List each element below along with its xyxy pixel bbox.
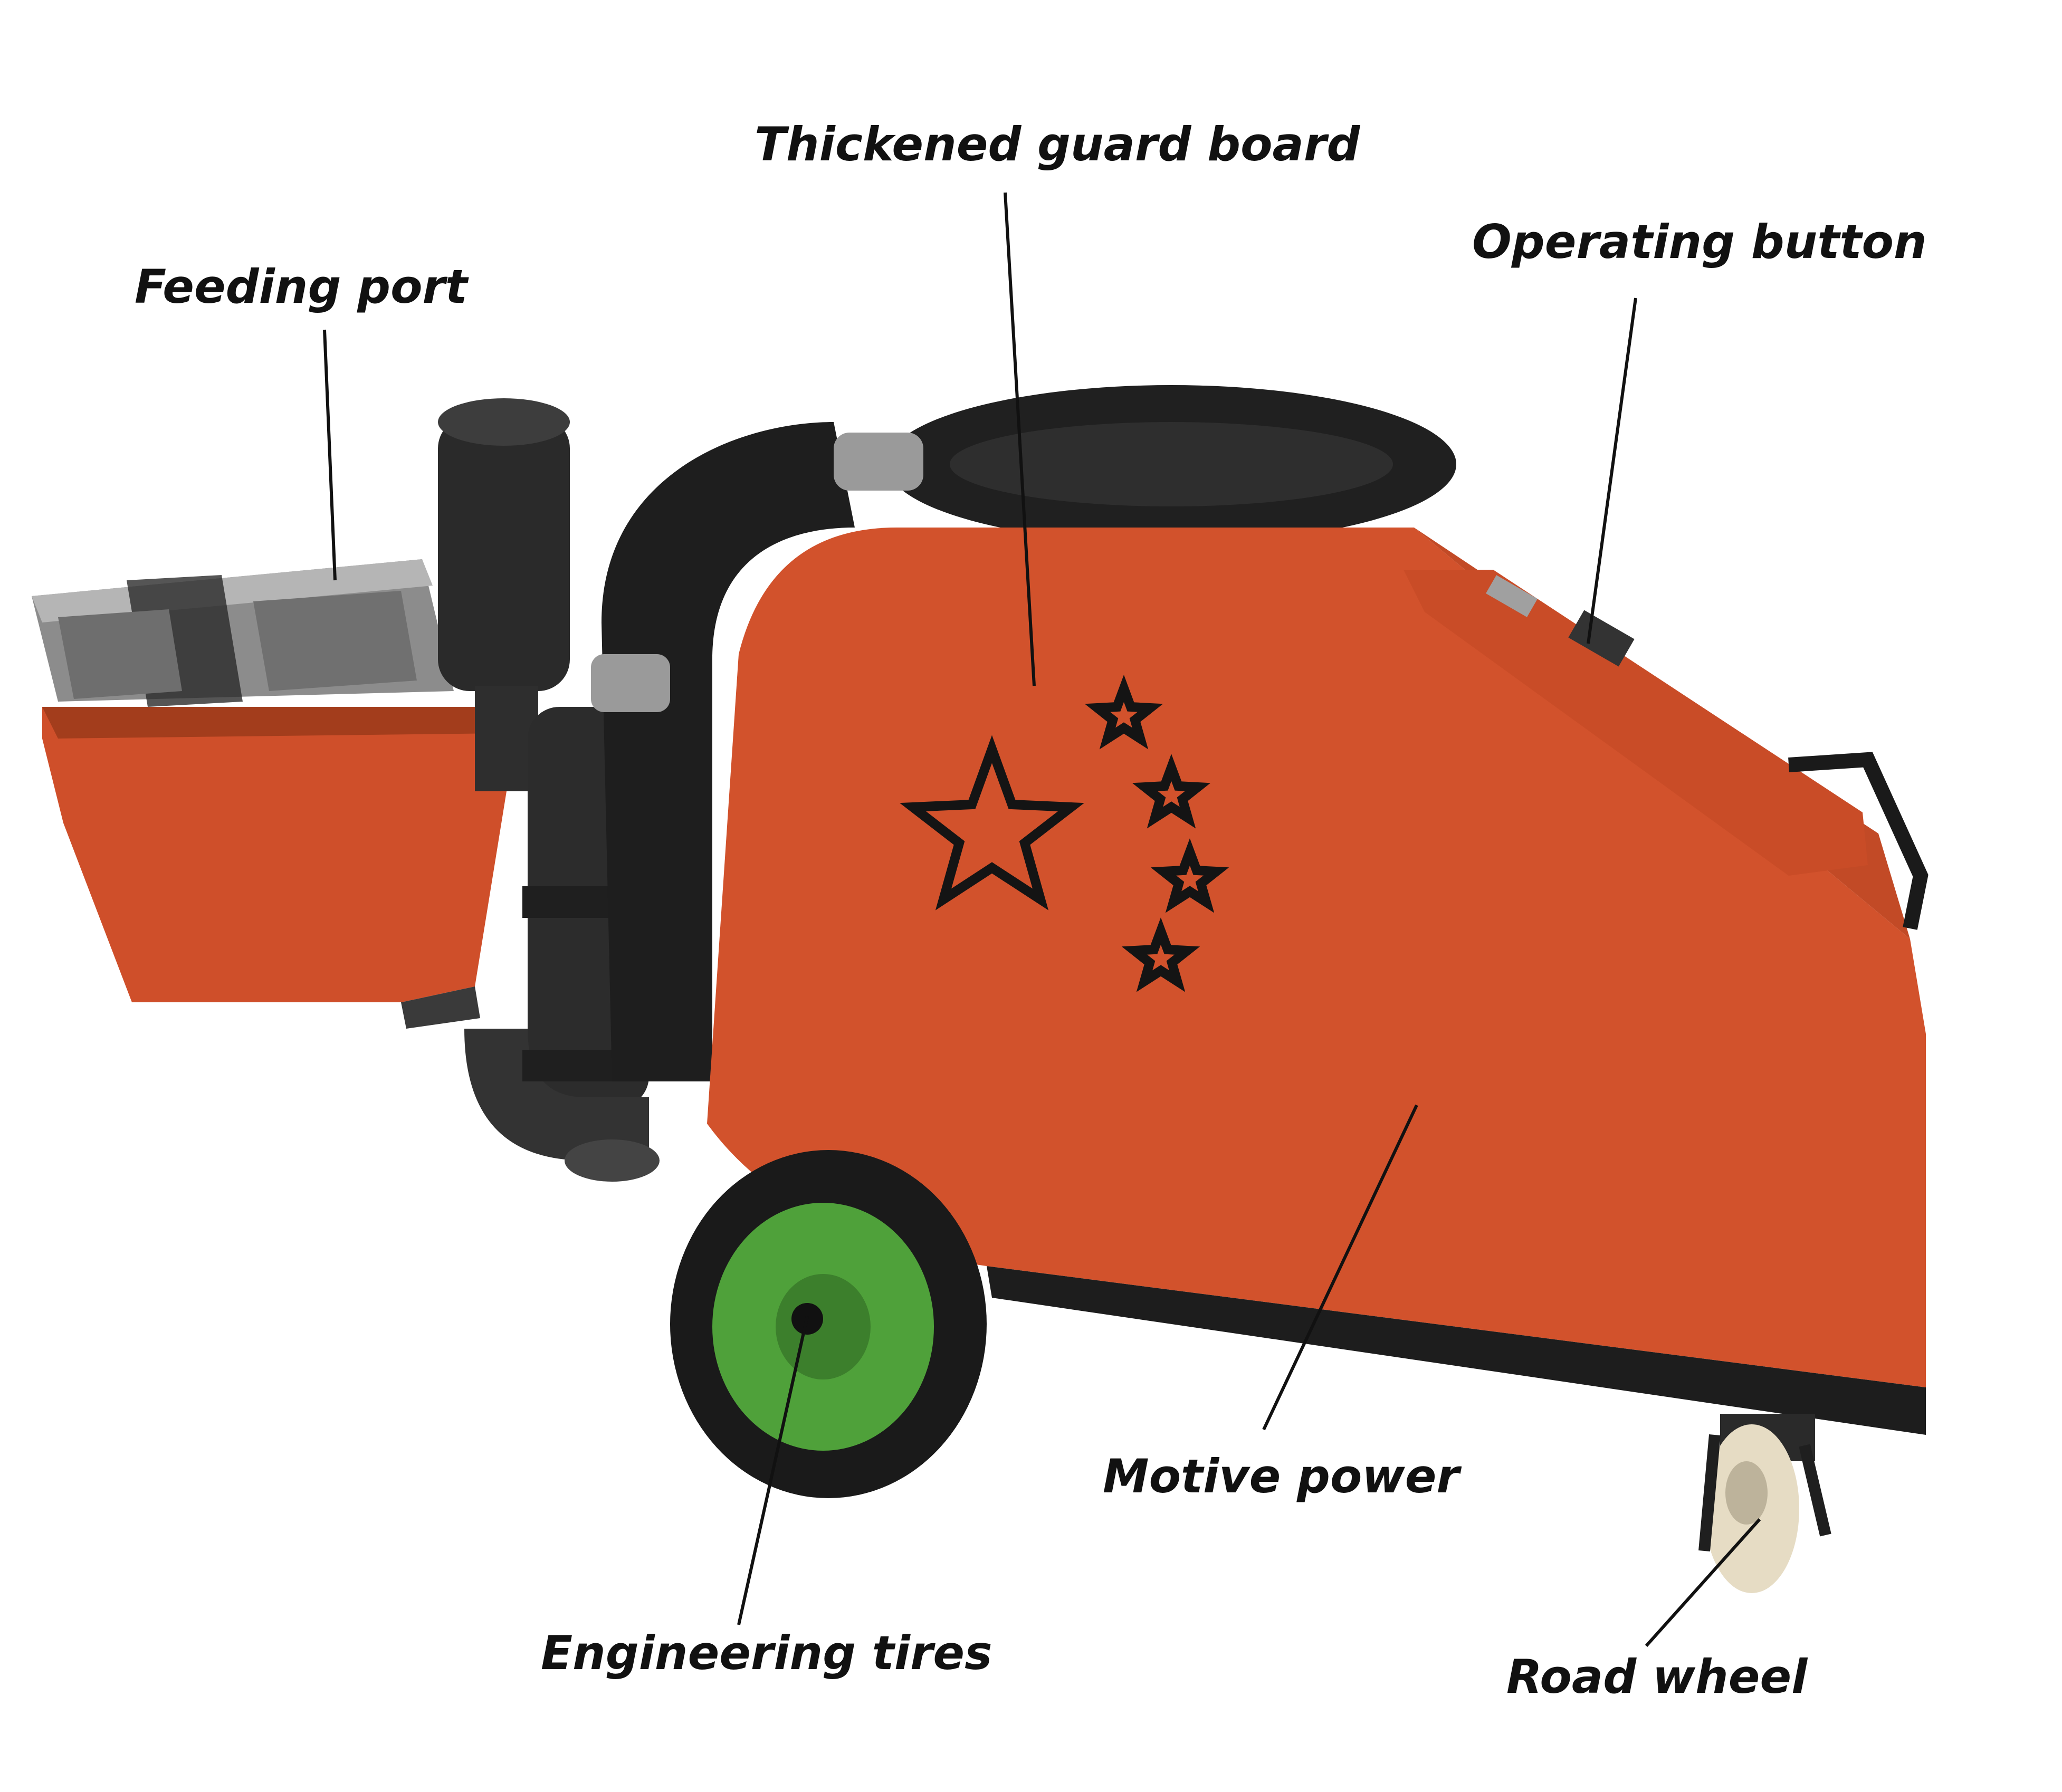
engineering-tire: [670, 1150, 987, 1498]
label-operating-button: Operating button: [1472, 215, 1927, 269]
leader-lines: [323, 192, 1761, 1647]
label-engineering-tires: Engineering tires: [541, 1626, 992, 1680]
label-feeding-port: Feeding port: [135, 260, 467, 314]
hopper: [42, 707, 528, 1029]
star-cutouts: [900, 675, 1229, 992]
label-road-wheel: Road wheel: [1506, 1650, 1808, 1704]
hose-coil: [591, 385, 1456, 1081]
road-wheel: [1698, 1414, 1831, 1593]
feeding-port-tray: [32, 559, 454, 707]
label-thickened-guard-board: Thickened guard board: [755, 117, 1360, 171]
machine-body: [707, 528, 1929, 1435]
label-motive-power: Motive power: [1103, 1449, 1459, 1503]
